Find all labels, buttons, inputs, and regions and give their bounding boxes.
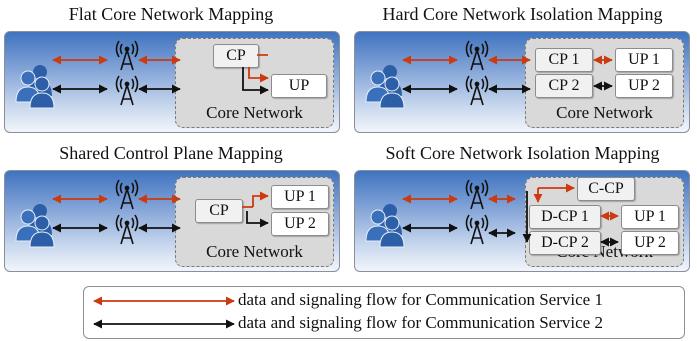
- function-c-cp: C-CP: [577, 177, 635, 201]
- legend-service1: data and signaling flow for Communicatio…: [238, 290, 603, 309]
- function-up-2: UP 2: [615, 74, 673, 98]
- function-cp-1: CP 1: [535, 48, 593, 72]
- antenna-icon: [115, 40, 139, 71]
- function-up-1: UP 1: [621, 205, 679, 229]
- flows-hard: [365, 40, 613, 109]
- function-d-cp-1: D-CP 1: [529, 205, 601, 229]
- panel-soft: Core Network C-CP D-CP 1 UP 1 D-CP 2 UP …: [354, 170, 690, 272]
- flows-soft: [365, 179, 619, 248]
- users-icon: [365, 64, 405, 109]
- panel-title-hard: Hard Core Network Isolation Mapping: [382, 4, 663, 24]
- function-d-cp-2: D-CP 2: [529, 231, 601, 255]
- function-up-1: UP 1: [271, 185, 329, 209]
- flows-shared: [15, 179, 269, 248]
- function-cp: CP: [213, 44, 259, 68]
- panel-hard: Core Network CP 1 UP 1 CP 2 UP 2: [354, 31, 690, 133]
- antenna-icon: [115, 179, 139, 210]
- panel-shared: Core Network CP UP 1 UP 2: [4, 170, 340, 272]
- antenna-icon: [465, 75, 489, 106]
- legend-service2: data and signaling flow for Communicatio…: [238, 313, 603, 332]
- users-icon: [365, 203, 405, 248]
- panel-title-flat: Flat Core Network Mapping: [68, 4, 274, 24]
- antenna-icon: [115, 214, 139, 245]
- function-cp: CP: [195, 199, 243, 223]
- legend: data and signaling flow for Communicatio…: [83, 286, 685, 339]
- legend-arrows: [93, 296, 235, 329]
- panel-title-shared: Shared Control Plane Mapping: [59, 143, 283, 163]
- core-network-label: Core Network: [206, 242, 303, 261]
- panel-flat: Core Network CP UP: [4, 31, 340, 133]
- function-up-2: UP 2: [621, 231, 679, 255]
- antenna-icon: [465, 40, 489, 71]
- antenna-icon: [465, 214, 489, 245]
- core-network-label: Core Network: [206, 103, 303, 122]
- flows-flat: [15, 40, 269, 109]
- core-network-label: Core Network: [556, 103, 653, 122]
- panel-title-soft: Soft Core Network Isolation Mapping: [385, 143, 660, 163]
- function-up-1: UP 1: [615, 48, 673, 72]
- users-icon: [15, 64, 55, 109]
- function-cp-2: CP 2: [535, 74, 593, 98]
- users-icon: [15, 203, 55, 248]
- function-up: UP: [271, 74, 327, 98]
- antenna-icon: [115, 75, 139, 106]
- function-up-2: UP 2: [271, 212, 329, 236]
- antenna-icon: [465, 179, 489, 210]
